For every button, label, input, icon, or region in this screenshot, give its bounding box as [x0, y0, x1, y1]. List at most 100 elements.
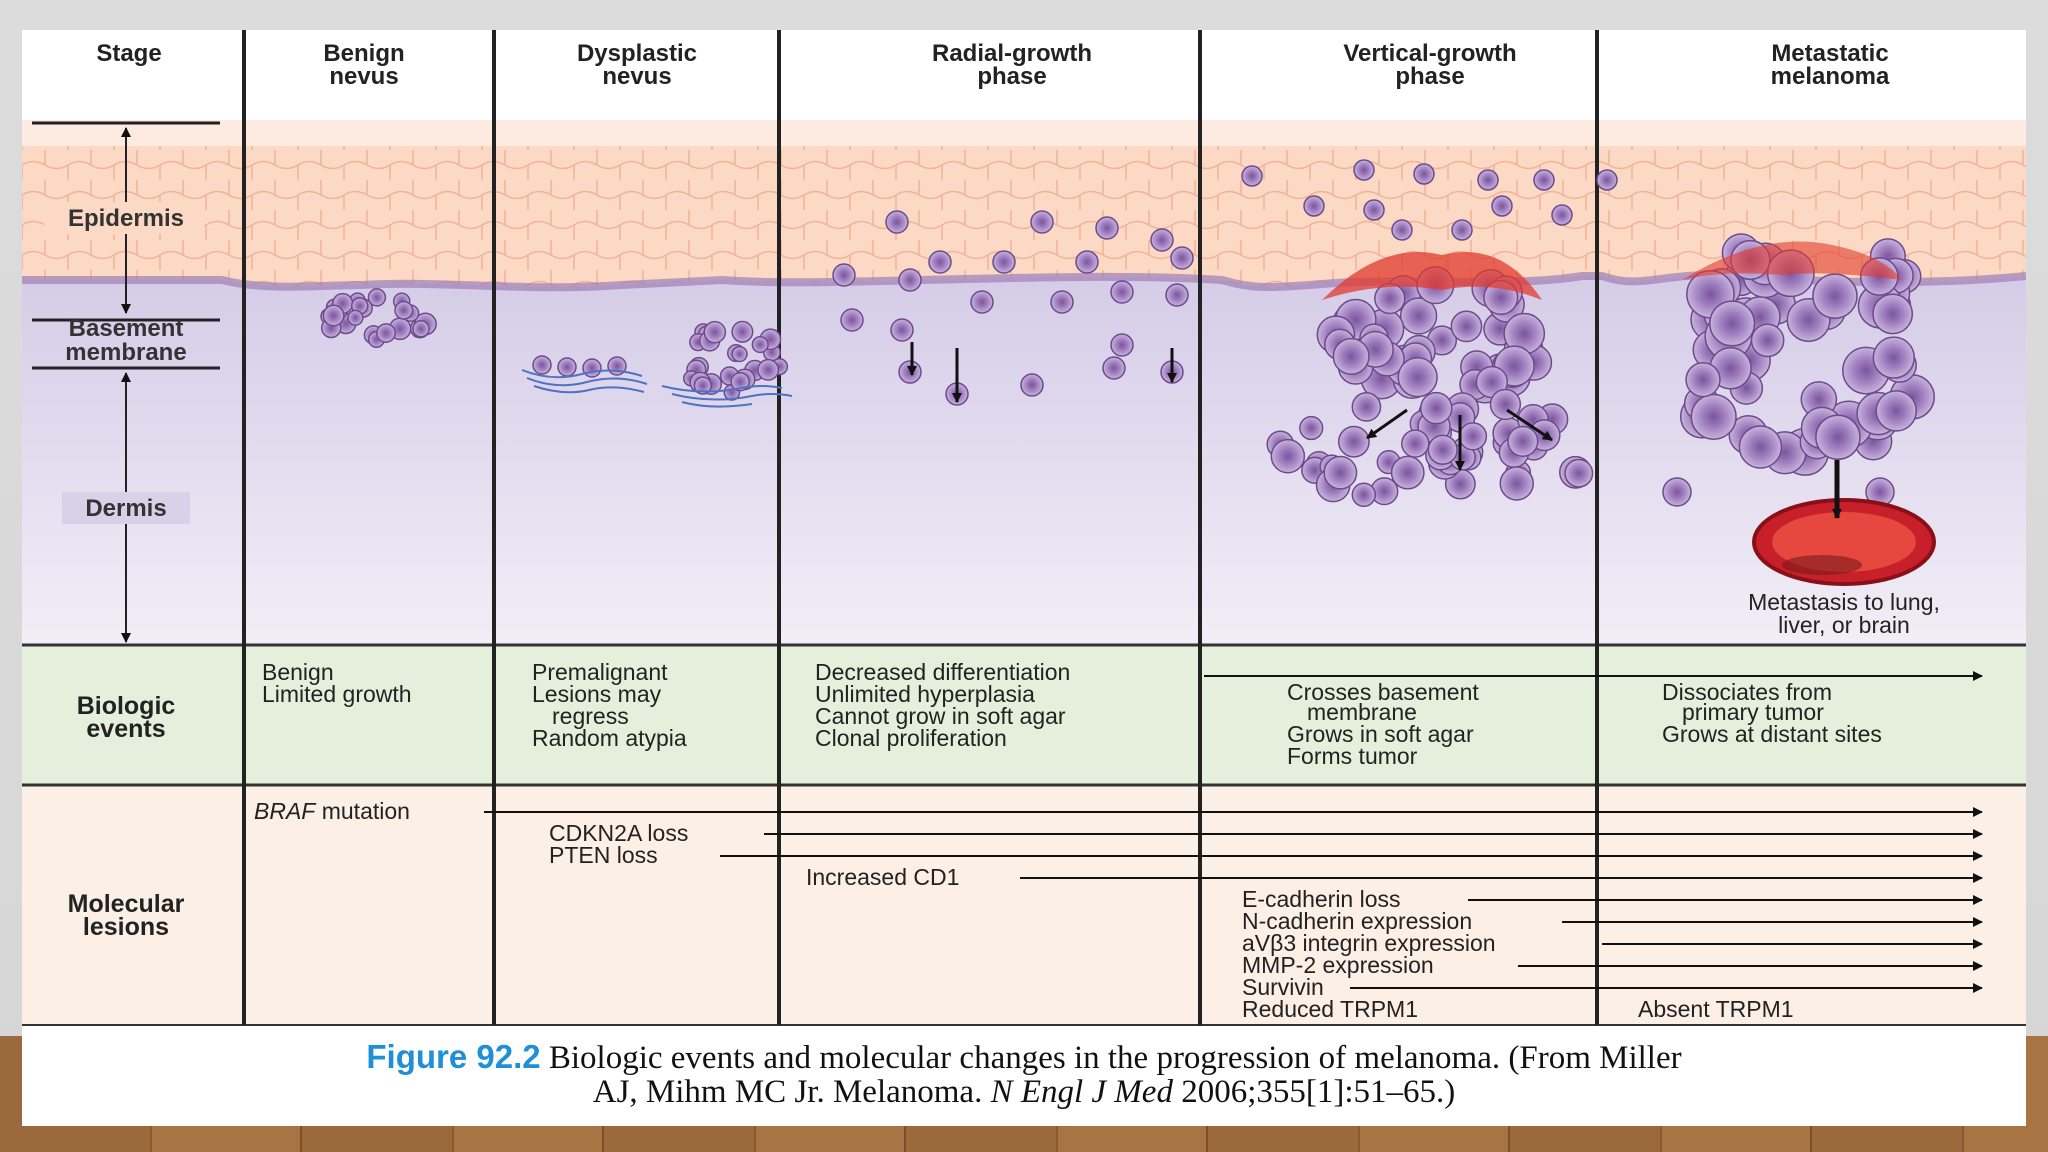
mmp2-label: MMP-2 expression [1242, 952, 1434, 978]
stage-header: nevus [329, 63, 398, 90]
melanocyte-cell [1332, 337, 1370, 375]
braf-mutation-label: BRAF mutation [254, 798, 410, 824]
epidermis-label: Epidermis [68, 205, 184, 232]
vertical-event: membrane [1307, 699, 1417, 725]
radial-event: Unlimited hyperplasia [815, 681, 1035, 707]
melanocyte-cell [890, 318, 914, 342]
braf-gene-name: BRAF [254, 798, 317, 824]
melanocyte-cell [1337, 425, 1370, 458]
caption-text: 2006;355[1]:51–65.) [1172, 1074, 1456, 1110]
melanocyte-cell [1427, 434, 1458, 465]
metastatic-event: Dissociates from [1662, 679, 1832, 705]
label-backdrop [62, 492, 190, 524]
melanocyte-cell [1020, 373, 1044, 397]
melanocyte-cell [928, 250, 952, 274]
vertical-event: Crosses basement [1287, 679, 1479, 705]
benign-event: Limited growth [262, 681, 412, 707]
reduced-trpm1-label: Reduced TRPM1 [1242, 996, 1418, 1022]
molecular-lesions-label: lesions [83, 913, 169, 941]
stage-header: Metastatic [1771, 40, 1888, 67]
melanocyte-cell [970, 290, 994, 314]
stage-header: Radial-growth [932, 40, 1092, 67]
invasion-zone [1322, 252, 1542, 300]
melanocyte-cell [992, 250, 1016, 274]
melanocyte-cell [1662, 477, 1692, 507]
biologic-events-label: Biologic [77, 692, 176, 720]
melanocyte-cell [1872, 336, 1915, 379]
vertical-event: Grows in soft agar [1287, 721, 1474, 747]
melanocyte-cell [832, 263, 856, 287]
vertical-event: Forms tumor [1287, 743, 1418, 769]
dysplastic-event: Premalignant [532, 659, 668, 685]
biologic-events-label: events [86, 715, 165, 743]
melanocyte-cell [376, 323, 396, 343]
melanocyte-cell [1458, 422, 1488, 451]
melanocyte-cell [1075, 250, 1099, 274]
stage-header: phase [1395, 63, 1464, 90]
melanocyte-cell [840, 308, 864, 332]
blood-vessel-icon [1752, 498, 1936, 586]
melanocyte-cell [1709, 300, 1756, 347]
caption-text: Biologic events and molecular changes in… [540, 1040, 1682, 1076]
melanocyte-cell [1551, 204, 1573, 226]
melanocyte-cell [885, 210, 909, 234]
melanocyte-cell [898, 268, 922, 292]
melanocyte-cell [1397, 357, 1438, 398]
stage-header: phase [977, 63, 1046, 90]
stage-headers: Stage Benign nevus Dysplastic nevus Radi… [96, 40, 1890, 90]
melanocyte-cell [1323, 455, 1358, 490]
melanocyte-cell [1499, 466, 1534, 501]
figure-caption: Figure 92.2 Biologic events and molecula… [22, 1040, 2026, 1120]
melanocyte-cell [1165, 283, 1189, 307]
melanocyte-cell [1374, 282, 1406, 315]
melanocyte-cell [693, 376, 713, 395]
melanocyte-cell [1815, 414, 1861, 461]
integrin-label: aVβ3 integrin expression [1242, 930, 1496, 956]
melanocyte-cell [1875, 390, 1918, 432]
figure-number: Figure 92.2 [366, 1038, 541, 1075]
melanocyte-cell [1413, 163, 1435, 185]
biologic-events: Biologic events Benign Limited growth Pr… [77, 659, 1983, 769]
melanocyte-cell [898, 360, 922, 384]
melanocyte-cell [1399, 297, 1438, 335]
melanocyte-cell [1507, 425, 1539, 457]
melanocyte-cell [1872, 293, 1914, 335]
dysplastic-event: regress [552, 703, 629, 729]
melanocyte-cell [1303, 195, 1325, 217]
caption-line-2: AJ, Mihm MC Jr. Melanoma. N Engl J Med 2… [22, 1075, 2026, 1109]
metastatic-event: primary tumor [1682, 699, 1824, 725]
melanocyte-cell [703, 320, 727, 344]
stage-header: Dysplastic [577, 40, 697, 67]
melanocyte-cell [757, 358, 780, 381]
melanocyte-cell [1110, 333, 1134, 357]
pten-label: PTEN loss [549, 842, 658, 868]
melanocyte-cell [1596, 169, 1618, 191]
melanocyte-cell [557, 357, 577, 377]
melanocyte-cell [1270, 438, 1306, 474]
radial-event: Clonal proliferation [815, 725, 1007, 751]
molecular-lesions-row [22, 785, 2026, 1025]
melanocyte-cell [1564, 458, 1594, 488]
melanocyte-cell [1450, 310, 1483, 343]
invasion-arrows [907, 342, 1842, 519]
melanocyte-cell [1690, 393, 1737, 440]
melanocyte-cell [1351, 392, 1382, 422]
melanocyte-cell [1353, 159, 1375, 181]
melanoma-progression-figure: Stage Benign nevus Dysplastic nevus Radi… [22, 30, 2026, 1026]
invasion-zone [1682, 241, 1902, 280]
metastasis-note: liver, or brain [1778, 612, 1910, 638]
melanocyte-cell [1351, 482, 1377, 508]
melanocyte-cell [532, 355, 552, 375]
melanocyte-cell [730, 371, 750, 392]
melanocyte-cell [1812, 273, 1858, 319]
fibrosis-icon [521, 369, 793, 408]
melanocyte-cell [1750, 323, 1785, 358]
melanocyte-cell [731, 320, 754, 343]
basement-membrane-label: Basement [69, 315, 184, 342]
melanocyte-cell [1451, 219, 1473, 241]
melanocyte-cell [1533, 169, 1555, 191]
journal-name: N Engl J Med [990, 1074, 1173, 1110]
biologic-events-row [22, 645, 2026, 785]
layer-labels: Epidermis Basement membrane Dermis [32, 121, 220, 643]
cdkn2a-label: CDKN2A loss [549, 820, 688, 846]
